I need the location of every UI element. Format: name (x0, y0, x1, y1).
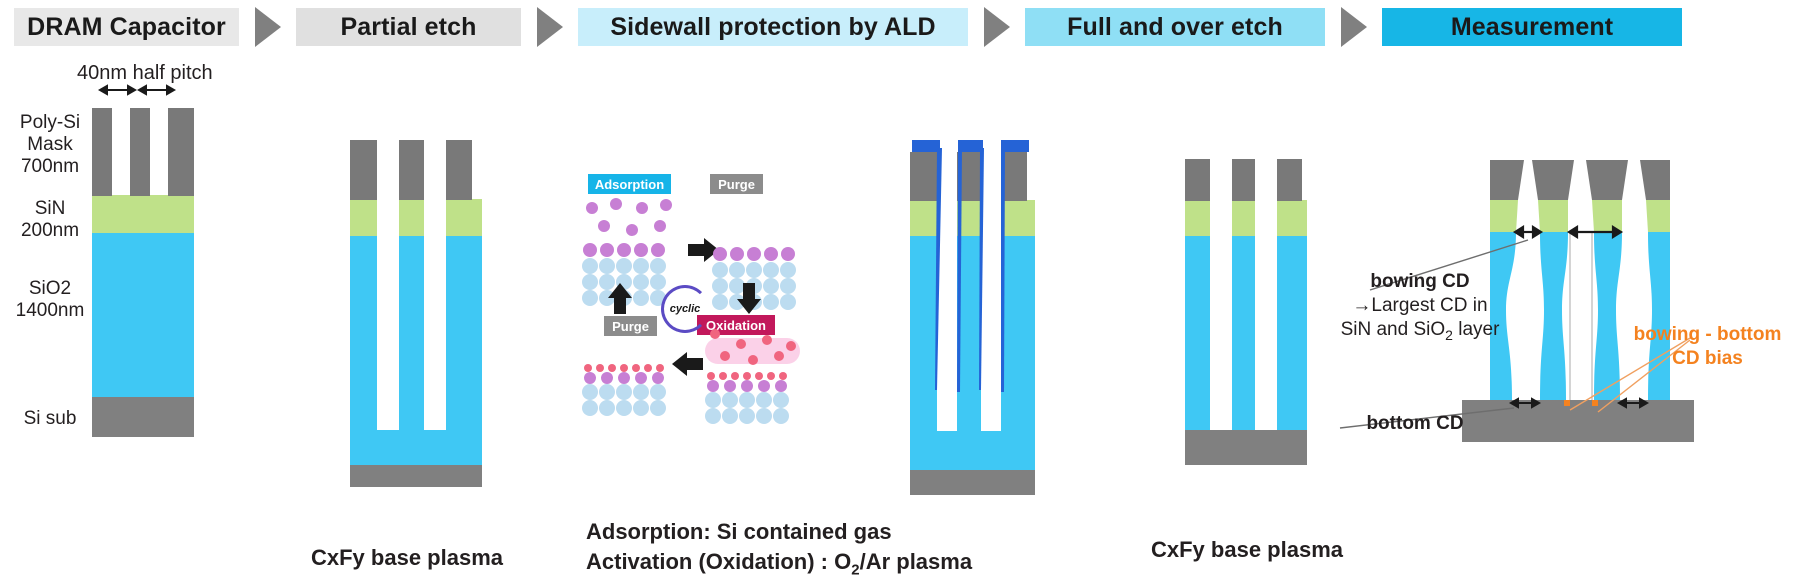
stack2-substrate (350, 465, 482, 487)
caption-partial-etch: CxFy base plasma (311, 545, 503, 570)
layer-label-poly-si: Poly-Si Mask 700nm (19, 112, 81, 177)
caption-ald-line1: Adsorption: Si contained gas (586, 519, 892, 544)
stack1-poly-pillar-3 (168, 108, 194, 196)
stack2-trench-1 (377, 235, 399, 430)
stack4-sin-3 (1277, 200, 1307, 236)
stack4-poly-pillar-2 (1232, 159, 1255, 201)
stack4-poly-pillar-1 (1185, 159, 1210, 201)
flow-step-full-over-etch[interactable]: Full and over etch (1025, 8, 1325, 46)
bowing-cd-annotation: bowing CD →Largest CD in SiN and SiO2 la… (1340, 271, 1500, 343)
stack3-ald-film-icon (912, 140, 1029, 392)
ald-tag-purge-top: Purge (710, 174, 763, 194)
stack4-sin-2 (1232, 200, 1255, 236)
flow-step-label: Measurement (1450, 12, 1614, 41)
ald-tag-purge-bottom: Purge (604, 316, 657, 336)
stack2-sin-2 (399, 199, 424, 236)
flow-arrow-4-icon (1341, 7, 1367, 47)
stack4-trench-1 (1210, 235, 1232, 430)
ald-tag-adsorption: Adsorption (588, 174, 671, 194)
flow-step-measurement[interactable]: Measurement (1382, 8, 1682, 46)
stack2-poly-pillar-2 (399, 140, 424, 200)
caption-full-over-etch: CxFy base plasma (1151, 537, 1343, 562)
stack3-sin-1 (910, 200, 937, 236)
ald-final-panel-icon (582, 364, 666, 416)
stack1-poly-pillar-2 (130, 108, 150, 196)
stack2-sin-1 (350, 199, 377, 236)
ald-cyclic-indicator: cyclic (661, 285, 709, 333)
flow-step-dram-capacitor[interactable]: DRAM Capacitor (14, 8, 239, 46)
stack3-trench-2 (981, 235, 1001, 431)
flow-step-sidewall-protection[interactable]: Sidewall protection by ALD (578, 8, 968, 46)
stack1-substrate (92, 397, 194, 437)
ald-purge-panel-icon (712, 247, 796, 310)
stack2-poly-pillar-1 (350, 140, 377, 200)
bottom-cd-annotation: bottom CD (1366, 413, 1464, 434)
stack2-trench-2 (424, 235, 446, 430)
stack3-sin-3 (1001, 200, 1035, 236)
stack4-sin-1 (1185, 200, 1210, 236)
stack4-poly-pillar-3 (1277, 159, 1302, 201)
ald-adsorption-panel-icon (582, 198, 672, 306)
stack4-substrate (1185, 430, 1307, 465)
stack4-trench-2 (1255, 235, 1277, 430)
bowing-bottom-cd-bias-annotation: bowing - bottom CD bias (1633, 324, 1782, 369)
ald-arrow-right-icon (688, 238, 719, 262)
caption-ald-line2: Activation (Oxidation) : O2/Ar plasma (586, 549, 973, 579)
ald-arrow-down-icon (737, 283, 761, 314)
half-pitch-label: 40nm half pitch (77, 62, 213, 84)
stack4-sio2-body (1185, 235, 1307, 430)
flow-step-label: Sidewall protection by ALD (610, 12, 936, 41)
stack3-substrate (910, 470, 1035, 495)
half-pitch-arrows-icon (97, 84, 177, 96)
flow-arrow-2-icon (537, 7, 563, 47)
flow-arrow-3-icon (984, 7, 1010, 47)
stack1-sio2-layer (92, 232, 194, 397)
flow-step-partial-etch[interactable]: Partial etch (296, 8, 521, 46)
flow-step-label: Full and over etch (1067, 12, 1283, 41)
stack2-poly-pillar-3 (446, 140, 472, 200)
ald-arrow-up-icon (608, 283, 632, 314)
ald-tag-oxidation: Oxidation (697, 315, 775, 335)
layer-label-sio2: SiO2 1400nm (15, 278, 85, 321)
stack3-poly-pillar-1 (910, 152, 937, 201)
flow-arrow-1-icon (255, 7, 281, 47)
stack2-sin-3 (446, 199, 482, 236)
stack3-sio2-body (910, 235, 1035, 470)
stack1-poly-pillar-1 (92, 108, 112, 196)
stack2-sio2-body (350, 235, 482, 465)
flow-step-label: DRAM Capacitor (27, 12, 226, 41)
layer-label-substrate: Si sub (23, 408, 77, 429)
layer-label-sin: SiN 200nm (20, 198, 80, 241)
ald-oxidation-panel-icon (705, 329, 800, 424)
flow-step-label: Partial etch (340, 12, 477, 41)
stack1-sin-layer (92, 195, 194, 233)
ald-arrow-left-icon (672, 352, 703, 376)
stack3-poly-pillar-3 (1001, 152, 1027, 201)
stack3-trench-1 (937, 235, 957, 431)
stack5-profile-icon (1339, 160, 1694, 442)
